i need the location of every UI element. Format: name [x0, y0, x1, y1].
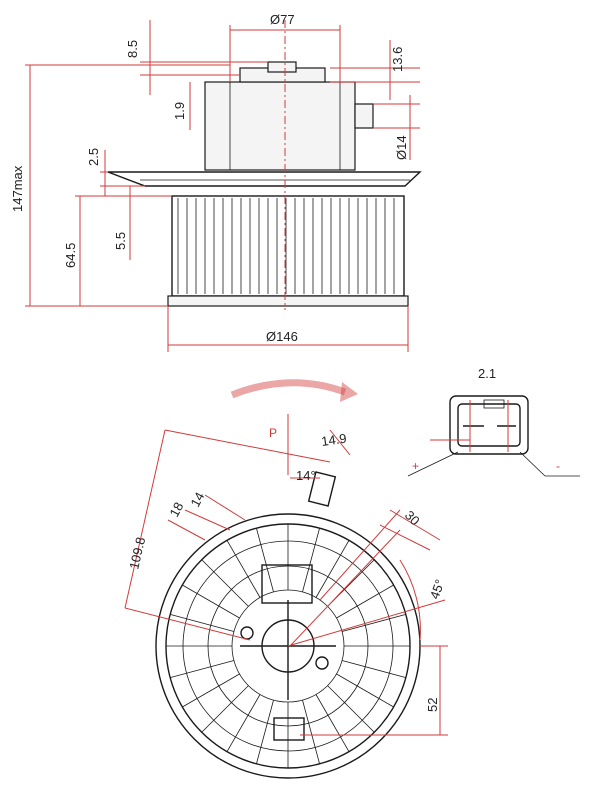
rotation-arrow — [230, 379, 347, 399]
terminal-clip — [267, 61, 297, 73]
dim-18: 18 — [166, 500, 186, 520]
blower-wheel — [171, 195, 405, 297]
spoke-line — [341, 660, 406, 678]
side-connector-stub — [354, 103, 374, 129]
connector-plus: + — [412, 459, 419, 473]
rotation-arrow-head — [340, 382, 358, 402]
connector-detail: 2.1 + - — [407, 366, 580, 477]
mounting-flange — [107, 171, 422, 187]
dim-14-front: 14 — [187, 490, 207, 510]
dim-angle-14: 14° — [296, 468, 316, 483]
motor-housing — [204, 81, 356, 171]
dim-52: 52 — [425, 698, 440, 712]
connector-body — [449, 395, 529, 455]
spoke-line — [341, 614, 406, 632]
spoke-line — [226, 694, 261, 752]
connector-minus: - — [556, 459, 560, 473]
dim-14-diameter: Ø14 — [394, 135, 409, 160]
spoke-line — [170, 614, 235, 632]
wheel-spokes — [166, 524, 410, 768]
spoke-line — [315, 540, 350, 598]
dim-13-6: 13.6 — [390, 47, 405, 72]
spoke-line — [302, 699, 320, 764]
screw-left — [240, 626, 254, 640]
dim-angle-45: 45° — [427, 577, 448, 601]
dim-5-5: 5.5 — [113, 232, 128, 250]
dim-109-8: 109.8 — [126, 536, 148, 571]
spoke-line — [336, 673, 394, 708]
label-p: P — [269, 426, 277, 440]
dim-8-5: 8.5 — [125, 40, 140, 58]
wheel-blades — [177, 198, 395, 294]
spoke-line — [201, 559, 249, 607]
screw-right — [315, 656, 329, 670]
dim-30: 30 — [402, 508, 423, 529]
spoke-line — [256, 699, 274, 764]
terminal-block — [261, 564, 313, 604]
connector-dim-2-1: 2.1 — [478, 366, 496, 381]
side-view: Ø77 8.5 13.6 1.9 Ø14 2.5 147max 64.5 5.5… — [10, 12, 422, 352]
spoke-line — [302, 528, 320, 593]
spoke-line — [226, 540, 261, 598]
spoke-line — [170, 660, 235, 678]
dim-2-5: 2.5 — [86, 148, 101, 166]
bottom-notch — [273, 717, 305, 741]
dim-top-diameter: Ø77 — [270, 12, 295, 27]
spoke-line — [182, 673, 240, 708]
dim-14-9: 14.9 — [320, 431, 347, 449]
dim-bottom-diameter: Ø146 — [266, 329, 298, 344]
spoke-line — [201, 685, 249, 733]
spoke-line — [256, 528, 274, 593]
spoke-line — [315, 694, 350, 752]
spoke-line — [327, 685, 375, 733]
wheel-bottom-ring — [167, 295, 409, 307]
dim-147-max: 147max — [10, 165, 25, 212]
spoke-line — [336, 584, 394, 619]
front-view: P 14.9 14° 18 14 30 109.8 45° 52 — [124, 414, 448, 779]
dim-1-9: 1.9 — [172, 102, 187, 120]
terminal-tab — [307, 471, 337, 507]
dim-64-5: 64.5 — [63, 243, 78, 268]
spoke-line — [182, 584, 240, 619]
